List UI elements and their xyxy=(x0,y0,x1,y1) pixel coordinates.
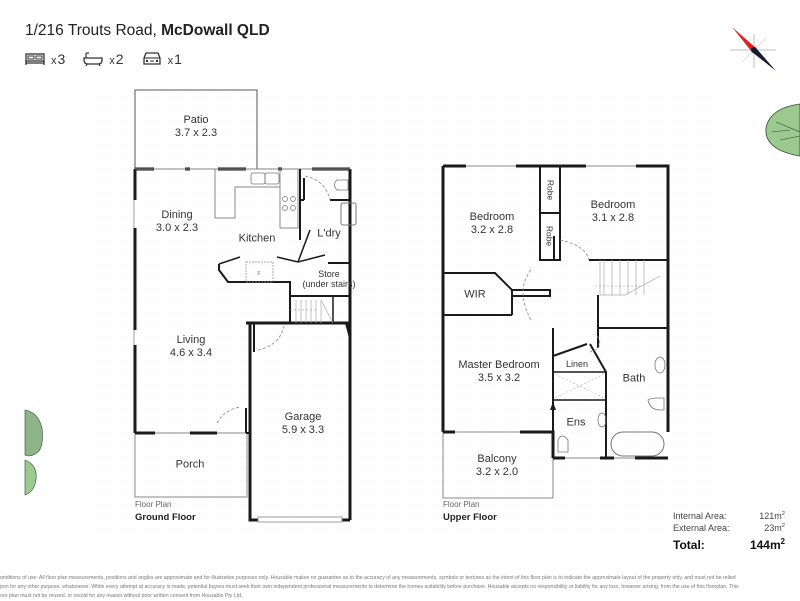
car-count: 1 xyxy=(174,51,182,67)
ground-floor-title: Ground Floor xyxy=(135,512,196,523)
car-multiplier: x xyxy=(167,55,174,67)
bed-multiplier: x xyxy=(51,55,57,67)
total-area-value: 144m xyxy=(749,538,781,552)
disclaimer: onditions of use: All floor plan measure… xyxy=(0,574,800,601)
disclaimer-line-3: oor plan must not be reused, or resold f… xyxy=(0,593,243,599)
ground-floor-plan: F xyxy=(133,89,357,523)
feature-bedrooms: x3 xyxy=(25,51,65,67)
bath-count: 2 xyxy=(115,51,124,67)
tree-icon xyxy=(24,409,43,496)
upper-floor-title: Upper Floor xyxy=(443,512,497,523)
ground-floor-caption: Floor Plan xyxy=(135,500,172,509)
tree-icon xyxy=(765,103,800,157)
room-porch: Porch xyxy=(175,458,205,471)
car-icon xyxy=(142,52,161,65)
bed-count: 3 xyxy=(57,51,66,67)
internal-area-row: Internal Area: 121m2 xyxy=(673,511,785,521)
bath-icon xyxy=(83,52,103,66)
bath-multiplier: x xyxy=(109,55,115,67)
total-area-row: Total: 144m2 xyxy=(673,537,785,552)
room-ensuite: Ens xyxy=(566,416,586,429)
property-features: x3 x2 x1 xyxy=(25,51,182,67)
address-street: 1/216 Trouts Road, xyxy=(25,22,162,39)
room-linen: Linen xyxy=(565,359,589,369)
external-area-label: External Area: xyxy=(673,523,730,533)
room-robe-1: Robe xyxy=(545,179,556,201)
property-address: 1/216 Trouts Road, McDowall QLD xyxy=(25,22,270,40)
internal-area-label: Internal Area: xyxy=(673,511,727,521)
room-robe-2: Robe xyxy=(544,225,555,247)
area-summary: Internal Area: 121m2 External Area: 23m2… xyxy=(673,510,785,551)
feature-parking: x1 xyxy=(142,51,182,67)
upper-floor-caption: Floor Plan xyxy=(443,500,480,509)
feature-bathrooms: x2 xyxy=(83,51,124,67)
total-area-label: Total: xyxy=(673,538,705,552)
compass-icon xyxy=(730,27,776,71)
internal-area-value: 121m xyxy=(759,511,782,521)
room-bath: Bath xyxy=(622,372,646,385)
disclaimer-line-2: pon for any other purpose, whatsoever. W… xyxy=(0,584,739,590)
room-wir: WIR xyxy=(464,288,486,301)
room-store: Store(under stairs) xyxy=(302,269,356,289)
upper-floor-plan xyxy=(441,164,670,499)
disclaimer-line-1: onditions of use: All floor plan measure… xyxy=(0,575,736,581)
external-area-value: 23m xyxy=(764,523,782,533)
svg-text:F: F xyxy=(257,271,260,277)
room-laundry: L'dry xyxy=(317,227,341,240)
bed-icon xyxy=(25,53,45,65)
room-kitchen: Kitchen xyxy=(238,232,276,245)
address-suburb: McDowall QLD xyxy=(161,22,270,39)
external-area-row: External Area: 23m2 xyxy=(673,523,785,533)
